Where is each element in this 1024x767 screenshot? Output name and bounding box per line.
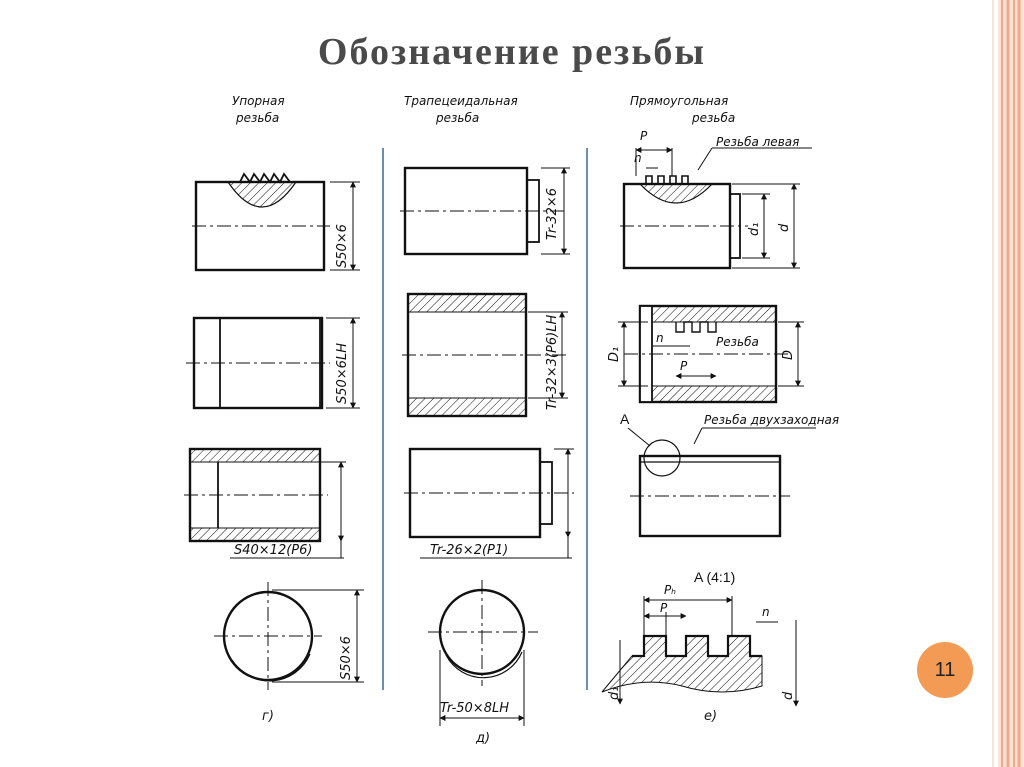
- header-middle-line2: резьба: [435, 111, 479, 125]
- slide-title: Обозначение резьбы: [317, 31, 707, 73]
- label-detail-title: A (4:1): [694, 569, 735, 585]
- right-section-2: [618, 304, 804, 404]
- label-p-top: P: [640, 129, 648, 143]
- label-d-top: d: [777, 223, 792, 232]
- right-shaft-3: [627, 427, 816, 538]
- label-d1-top: d₁: [747, 223, 762, 236]
- label-thread-double: Резьба двухзаходная: [704, 413, 839, 427]
- header-right-line1: Прямоугольная: [630, 94, 728, 108]
- designation-left-1: S50×6: [335, 224, 350, 268]
- label-detail-a: A: [620, 411, 630, 427]
- right-detail-profile: [601, 596, 799, 707]
- caption-left: г): [262, 709, 274, 724]
- left-circle-4: [214, 582, 364, 690]
- left-section-3: [184, 447, 346, 559]
- middle-circle-4: [428, 580, 538, 726]
- designation-middle-2: Tr-32×3(P6)LH: [545, 315, 560, 410]
- left-shaft-1: [192, 172, 360, 272]
- label-n-mid: n: [656, 331, 664, 345]
- label-D1: D₁: [607, 347, 622, 362]
- designation-left-4: S50×6: [339, 636, 354, 680]
- label-D: D: [781, 350, 796, 360]
- designation-middle-1: Tr-32×6: [545, 188, 560, 240]
- page-number-badge: 11: [917, 642, 973, 698]
- header-left-line2: резьба: [235, 111, 279, 125]
- label-d1-bottom: d₁: [607, 687, 622, 700]
- caption-middle: д): [475, 731, 490, 746]
- designation-left-2: S50×6LH: [335, 343, 350, 404]
- designation-left-3: S40×12(P6): [234, 543, 312, 558]
- designation-middle-4: Tr-50×8LH: [440, 701, 509, 716]
- label-p-mid: P: [680, 359, 688, 373]
- label-n-detail: n: [762, 605, 770, 619]
- label-n-top: n: [634, 151, 642, 165]
- label-ph: Pₕ: [664, 583, 676, 597]
- header-left-line1: Упорная: [232, 94, 285, 108]
- middle-section-2: [402, 292, 568, 418]
- label-d-bottom: d: [781, 691, 796, 700]
- designation-middle-3: Tr-26×2(P1): [430, 543, 508, 558]
- header-middle-line1: Трапецеидальная: [404, 94, 518, 108]
- left-nut-2: [186, 316, 360, 410]
- header-right-line2: резьба: [691, 111, 735, 125]
- caption-right: е): [704, 709, 717, 724]
- middle-shaft-3: [404, 447, 574, 559]
- middle-shaft-1: [400, 166, 570, 256]
- label-thread-left: Резьба левая: [716, 135, 799, 149]
- label-thread: Резьба: [716, 335, 759, 349]
- label-p-detail: P: [660, 601, 668, 615]
- right-shaft-1: [620, 147, 812, 270]
